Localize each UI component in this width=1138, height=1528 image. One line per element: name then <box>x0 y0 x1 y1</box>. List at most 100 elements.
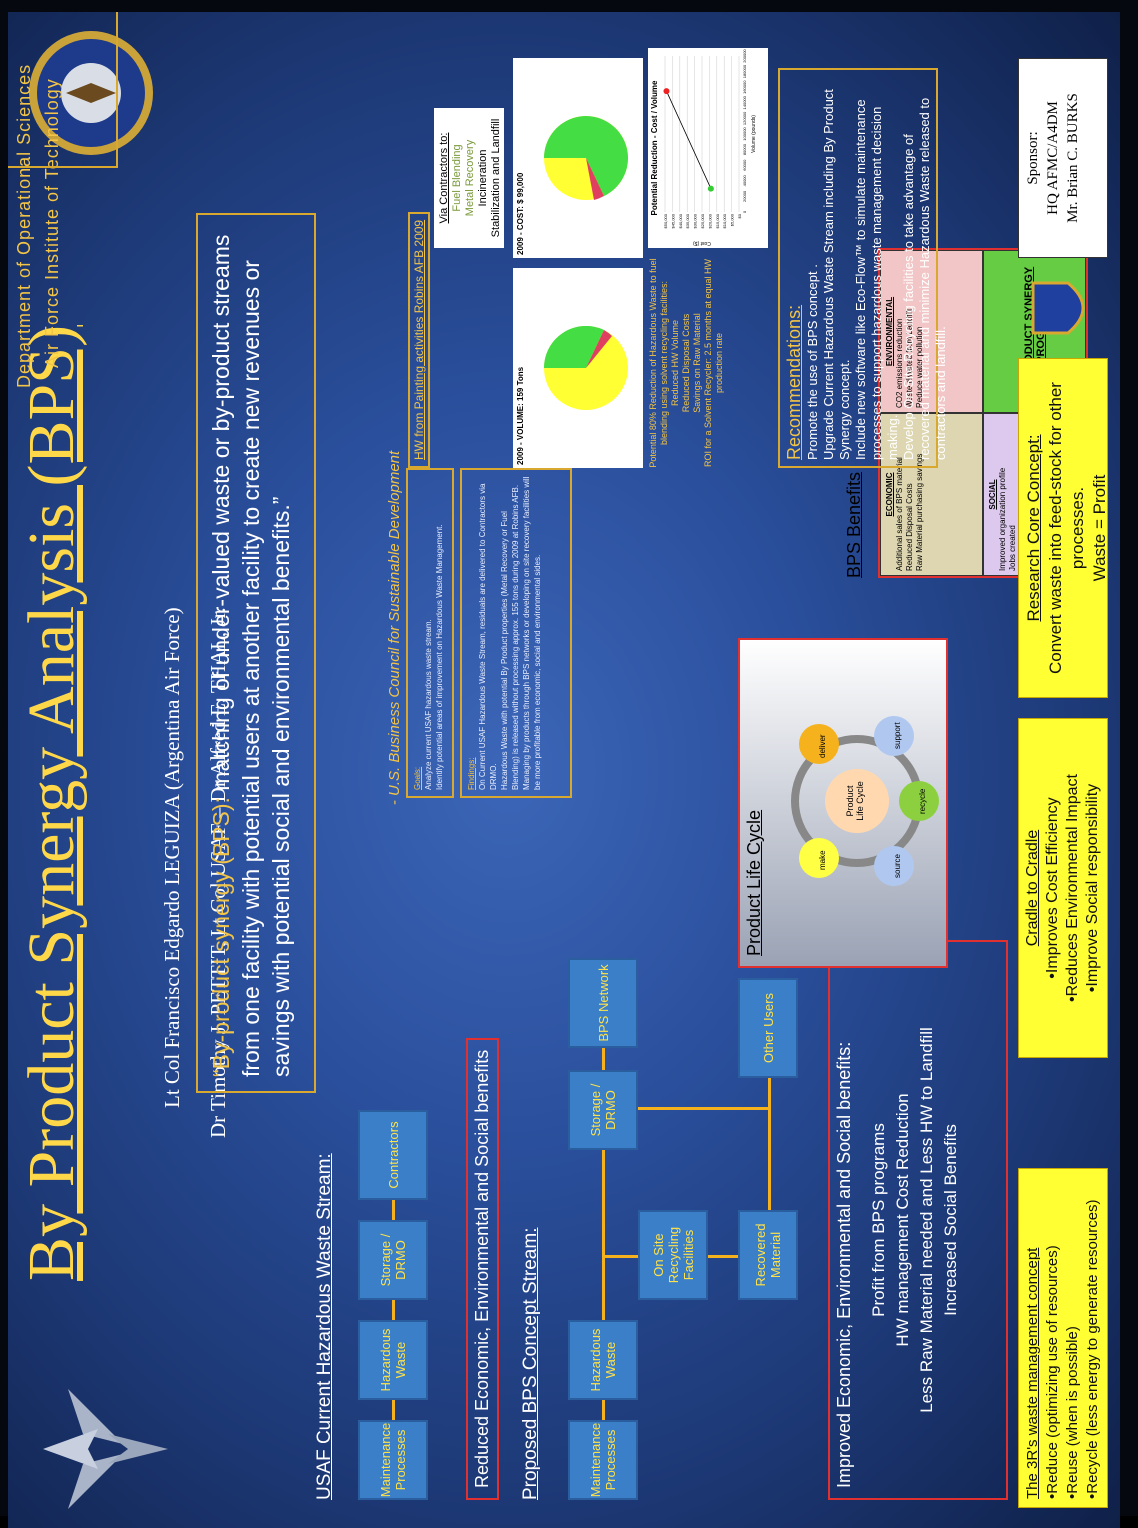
recommendations-panel: Recommendations: Promote the use of BPS … <box>778 68 948 468</box>
y-tick-label: $50,000 <box>663 213 668 228</box>
contractor-item: Stabilization and Landfill <box>490 118 502 238</box>
benefit-item: Less Raw Material needed and Less HW to … <box>917 1027 936 1413</box>
quote-lead: “By-product synergy (BPS): <box>208 797 234 1077</box>
x-tick-label: 20000 <box>742 190 747 202</box>
y-tick-label: $20,000 <box>707 213 712 228</box>
arrow <box>392 1200 395 1220</box>
arrow <box>602 1400 605 1420</box>
findings-heading: Findings: <box>467 757 476 790</box>
y-tick-label: $5,000 <box>730 213 735 226</box>
department-line-2: Air Force Institute of Technology <box>42 78 62 368</box>
department-line-1: Department of Operational Sciences <box>14 63 34 388</box>
author-line-1: Lt Col Francisco Edgardo LEGUIZA (Argent… <box>160 607 184 1108</box>
cradle-heading: Cradle to Cradle <box>1024 829 1041 947</box>
x-tick-label: 40000 <box>742 174 747 186</box>
y-tick-label: $10,000 <box>722 213 727 228</box>
contractors-heading: Via Contractors to: <box>438 132 450 224</box>
y-tick-label: $45,000 <box>670 213 675 228</box>
three-rs-item: •Reuse (when is possible) <box>1064 1326 1081 1499</box>
cost-pie-title: 2009 - COST: $ 99,000 <box>516 172 525 255</box>
y-tick-label: $0 <box>737 213 742 218</box>
benefit-item: Increased Social Benefits <box>941 1124 960 1316</box>
arrow <box>602 1150 605 1320</box>
sponsor-line: Sponsor: <box>1025 131 1041 185</box>
life-cycle-diagram <box>791 716 939 886</box>
improved-heading: Improved Economic, Environmental and Soc… <box>834 1041 854 1488</box>
cradle-item: •Improve Social responsibility <box>1084 783 1101 993</box>
core-heading: Research Core Concept: <box>1024 434 1043 622</box>
node-support: support <box>893 722 902 749</box>
finding-item: Hazardous Waste with potential By Produc… <box>500 484 520 790</box>
air-force-wings-logo <box>43 1389 168 1509</box>
x-tick-label: 200000 <box>742 49 747 63</box>
core-panel: Research Core Concept: Convert waste int… <box>1018 358 1109 698</box>
contractor-item: Fuel Blending <box>451 144 463 212</box>
contractor-item: Incineration <box>477 149 489 207</box>
x-tick-label: 0 <box>742 210 747 213</box>
x-tick-label: 160000 <box>742 80 747 94</box>
x-tick-label: 80000 <box>742 143 747 155</box>
reduction-note: Potential 80% Reduction of Hazardous Was… <box>648 258 725 468</box>
x-axis-label: Volume (pounds) <box>751 115 757 153</box>
arrow <box>708 1255 738 1258</box>
three-rs-item: •Reduce (optimizing use of resources) <box>1044 1245 1061 1499</box>
contractor-item: Metal Recovery <box>464 139 476 217</box>
arrow <box>392 1300 395 1320</box>
cost-volume-chart: Potential Reduction - Cost / Volume $0$5… <box>648 48 768 248</box>
findings-panel: Findings: On Current USAF Hazardous Wast… <box>460 468 572 798</box>
trend-line <box>666 90 712 189</box>
current-stream-heading: USAF Current Hazardous Waste Stream: <box>314 1153 335 1500</box>
box-onsite-recycling: On Site Recycling Facilities <box>638 1210 708 1300</box>
benefit-cell-item: Jobs created <box>1008 525 1017 571</box>
sponsor-panel: Sponsor: HQ AFMC/A4DM Mr. Brian C. BURKS <box>1018 58 1108 258</box>
cost-pie <box>544 116 628 200</box>
three-rs-heading: The 3R's waste management concept <box>1024 1247 1041 1499</box>
box-storage: Storage / DRMO <box>358 1220 428 1300</box>
finding-item: On Current USAF Hazardous Waste Stream, … <box>478 483 498 791</box>
cradle-item: •Improves Cost Efficiency <box>1044 797 1061 979</box>
box-recovered-material: Recovered Material <box>738 1210 798 1300</box>
quote-source: - U.S. Business Council for Sustainable … <box>386 450 403 806</box>
arrow <box>638 1107 768 1110</box>
sponsor-line: Mr. Brian C. BURKS <box>1065 93 1081 223</box>
y-tick-label: $30,000 <box>693 213 698 228</box>
afmc-shield-logo <box>1031 281 1085 335</box>
recommendation-item: Develop On Site Recycling facilities to … <box>901 97 948 460</box>
box-bps-network: BPS Network <box>568 958 638 1048</box>
life-cycle-heading: Product Life Cycle <box>744 809 764 956</box>
note-line: ROI for a Solvent Recycler: 2.5 months a… <box>703 258 724 468</box>
box-contractors: Contractors <box>358 1110 428 1200</box>
improved-benefits-box: Improved Economic, Environmental and Soc… <box>828 940 1008 1500</box>
finding-item: Managing by products through BPS network… <box>522 476 542 791</box>
volume-pie-panel: 2009 - VOLUME: 159 Tons <box>513 268 643 468</box>
arrow <box>602 1048 605 1070</box>
contractors-panel: Via Contractors to: Fuel Blending Metal … <box>434 108 504 248</box>
node-deliver: deliver <box>818 734 827 758</box>
x-tick-label: 120000 <box>742 111 747 125</box>
x-tick-label: 60000 <box>742 159 747 171</box>
core-item: Waste = Profit <box>1090 474 1109 582</box>
x-tick-label: 140000 <box>742 95 747 109</box>
box-storage: Storage / DRMO <box>568 1070 638 1150</box>
three-rs-item: •Recycle (less energy to generate resour… <box>1084 1199 1101 1499</box>
chart-title: Potential Reduction - Cost / Volume <box>650 80 659 216</box>
goal-item: Identify potential areas of improvement … <box>435 524 444 790</box>
data-point <box>663 88 670 95</box>
arrow <box>768 1078 771 1210</box>
x-tick-label: 180000 <box>742 64 747 78</box>
note-line: Savings on Raw Material <box>692 313 702 413</box>
divider <box>116 12 118 168</box>
box-hazardous-waste: Hazardous Waste <box>358 1320 428 1400</box>
recommendation-item: Include new software like Eco-Flow™ to s… <box>853 99 900 460</box>
benefit-cell-item: Improved organization profile <box>998 467 1007 571</box>
reduced-benefits-label: Reduced Economic, Environmental and Soci… <box>466 1037 499 1500</box>
benefit-category-title: SOCIAL <box>988 479 997 510</box>
benefit-item: Profit from BPS programs <box>869 1123 888 1317</box>
department-seal-logo <box>29 31 153 155</box>
box-other-users: Other Users <box>738 978 798 1078</box>
cradle-item: •Reduces Environmental Impact <box>1064 774 1081 1002</box>
life-cycle-panel: Product Life Cycle Product Life Cycle ma… <box>738 638 948 968</box>
y-tick-label: $40,000 <box>678 213 683 228</box>
x-tick-label: 100000 <box>742 127 747 141</box>
